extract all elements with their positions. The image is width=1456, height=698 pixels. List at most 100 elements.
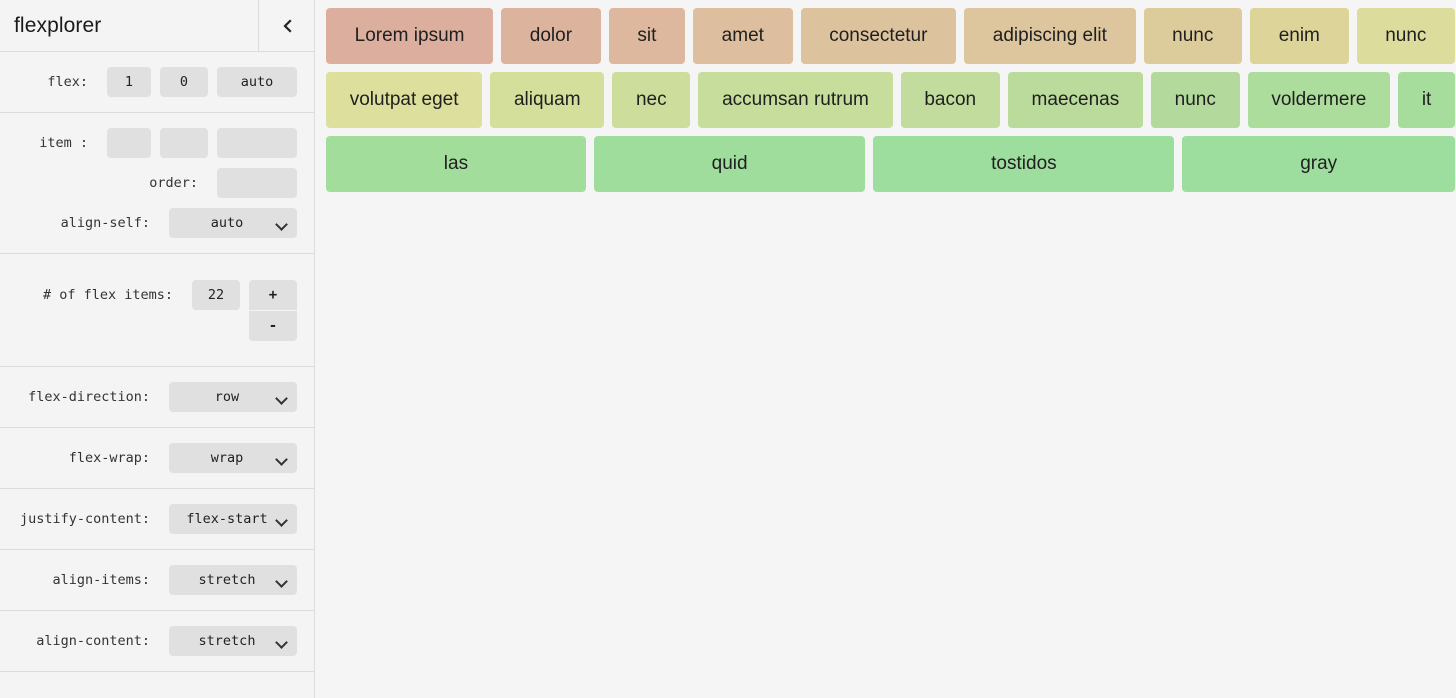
flex-item[interactable]: nunc [1143, 8, 1243, 64]
control-label: # of flex items: [42, 286, 173, 303]
chevron-left-icon [282, 18, 292, 33]
flex-item[interactable]: tostidos [873, 136, 1175, 192]
sidebar-section-align-content: align-content: stretchflex-startflex-endc… [0, 611, 314, 672]
control-label: flex-wrap: [68, 450, 150, 466]
flex-item-label: aliquam [513, 89, 581, 110]
control-label: align-items: [52, 572, 150, 588]
flex-item[interactable]: enim [1250, 8, 1349, 64]
control-row: align-self: autoflex-startflex-endcenterb… [0, 208, 314, 238]
flex-item[interactable]: maecenas [1007, 72, 1143, 128]
order-input[interactable] [217, 168, 297, 198]
decrement-items-button[interactable]: - [249, 310, 297, 341]
flex-shrink-input[interactable] [160, 67, 208, 97]
flex-item[interactable]: sit [608, 8, 686, 64]
sidebar-section-item-properties: item : order: align-self: autoflex-startfle… [0, 113, 314, 254]
flex-direction-select[interactable]: rowrow-reversecolumncolumn-reverse [169, 382, 297, 412]
control-row: align-items: stretchflex-startflex-endcen… [0, 565, 314, 595]
item-grow-input[interactable] [107, 128, 151, 158]
sidebar-section-flex-shorthand: flex: [0, 52, 314, 113]
flex-item[interactable]: amet [693, 8, 793, 64]
flex-item-label: it [1421, 89, 1432, 110]
flex-item-label: tostidos [991, 153, 1057, 174]
flex-wrap-select[interactable]: nowrapwrapwrap-reverse [169, 443, 297, 473]
flex-item[interactable]: bacon [900, 72, 1000, 128]
flex-item-label: dolor [529, 25, 573, 46]
sidebar-header: flexplorer [0, 0, 314, 52]
flex-item-label: gray [1300, 153, 1338, 174]
flex-item[interactable]: aliquam [490, 72, 605, 128]
flex-item-label: volutpat eget [349, 89, 459, 110]
sidebar-section-flex-wrap: flex-wrap: nowrapwrapwrap-reverse [0, 428, 314, 489]
justify-content-select[interactable]: flex-startflex-endcenterspace-betweenspa… [169, 504, 297, 534]
control-row: flex-direction: rowrow-reversecolumncolum… [0, 382, 314, 412]
flex-item-label: voldermere [1271, 89, 1367, 110]
control-label: flex: [47, 74, 88, 90]
flex-item[interactable]: quid [593, 136, 866, 192]
sidebar-section-item-count: # of flex items: +- [0, 254, 314, 367]
justify-content-select-wrapper: flex-startflex-endcenterspace-betweenspa… [169, 504, 297, 534]
flex-item[interactable]: it [1398, 72, 1456, 128]
control-label: justify-content: [19, 511, 150, 527]
flex-item-label: consectetur [829, 25, 928, 46]
flex-item[interactable]: adipiscing elit [964, 8, 1136, 64]
control-label: align-content: [36, 633, 150, 649]
flex-item-label: amet [721, 25, 764, 46]
flex-item-count-stepper: +- [249, 279, 297, 341]
flex-item-label: nunc [1385, 25, 1427, 46]
flex-item-label: maecenas [1031, 89, 1120, 110]
align-self-select[interactable]: autoflex-startflex-endcenterbaselinestre… [169, 208, 297, 238]
sidebar-section-flex-direction: flex-direction: rowrow-reversecolumncolum… [0, 367, 314, 428]
flex-item-label: nunc [1174, 89, 1216, 110]
item-shrink-input[interactable] [160, 128, 208, 158]
flex-item[interactable]: consectetur [800, 8, 957, 64]
flex-item-count-input[interactable] [192, 279, 240, 310]
flex-grow-input[interactable] [107, 67, 151, 97]
flex-item[interactable]: nec [612, 72, 691, 128]
control-label: align-self: [60, 215, 150, 231]
flex-item-label: nec [635, 89, 667, 110]
align-items-select-wrapper: stretchflex-startflex-endcenterbaseline [169, 565, 297, 595]
sidebar-sections: flex: item : order: align-self: autoflex-sta… [0, 52, 314, 672]
flex-item-label: accumsan rutrum [722, 89, 869, 110]
preview-area: Lorem ipsum dolor sit amet consectetur adipis… [315, 0, 1456, 698]
flex-item-label: enim [1278, 25, 1320, 46]
flex-item[interactable]: accumsan rutrum [698, 72, 893, 128]
item-basis-input[interactable] [217, 128, 297, 158]
control-row: flex: [0, 67, 314, 97]
app-title: flexplorer [14, 13, 102, 37]
control-row: flex-wrap: nowrapwrapwrap-reverse [0, 443, 314, 473]
flex-item[interactable]: voldermere [1247, 72, 1391, 128]
flex-wrap-select-wrapper: nowrapwrapwrap-reverse [169, 443, 297, 473]
flex-item[interactable]: gray [1182, 136, 1455, 192]
flex-item-label: Lorem ipsum [354, 25, 465, 46]
flex-item[interactable]: nunc [1356, 8, 1456, 64]
control-sidebar: flexplorer flex:item :order:align-self:a… [0, 0, 315, 698]
sidebar-section-justify-content: justify-content: flex-startflex-endcenter… [0, 489, 314, 550]
sidebar-section-align-items: align-items: stretchflex-startflex-endcen… [0, 550, 314, 611]
align-content-select-wrapper: stretchflex-startflex-endcenterspace-bet… [169, 626, 297, 656]
control-row: # of flex items: +- [0, 279, 314, 341]
align-content-select[interactable]: stretchflex-startflex-endcenterspace-bet… [169, 626, 297, 656]
control-label: flex-direction: [28, 389, 150, 405]
control-row: order: [0, 168, 314, 198]
align-items-select[interactable]: stretchflex-startflex-endcenterbaseline [169, 565, 297, 595]
control-row: item : [0, 128, 314, 158]
flex-item-label: adipiscing elit [992, 25, 1107, 46]
flex-item-label: las [443, 153, 469, 174]
control-row: align-content: stretchflex-startflex-endc… [0, 626, 314, 656]
flex-item[interactable]: Lorem ipsum [326, 8, 494, 64]
sidebar-collapse-button[interactable] [258, 0, 314, 51]
flex-item-label: sit [637, 25, 657, 46]
control-label: order: [149, 175, 198, 191]
flex-basis-input[interactable] [217, 67, 297, 97]
flex-item[interactable]: las [326, 136, 586, 192]
flex-item[interactable]: volutpat eget [326, 72, 483, 128]
flex-item[interactable]: dolor [501, 8, 601, 64]
flex-container: Lorem ipsum dolor sit amet consectetur adipis… [326, 8, 1456, 192]
align-self-select-wrapper: autoflex-startflex-endcenterbaselinestre… [169, 208, 297, 238]
increment-items-button[interactable]: + [249, 279, 297, 310]
flex-item-label: nunc [1172, 25, 1214, 46]
flex-item-label: bacon [924, 89, 977, 110]
flex-item[interactable]: nunc [1150, 72, 1240, 128]
